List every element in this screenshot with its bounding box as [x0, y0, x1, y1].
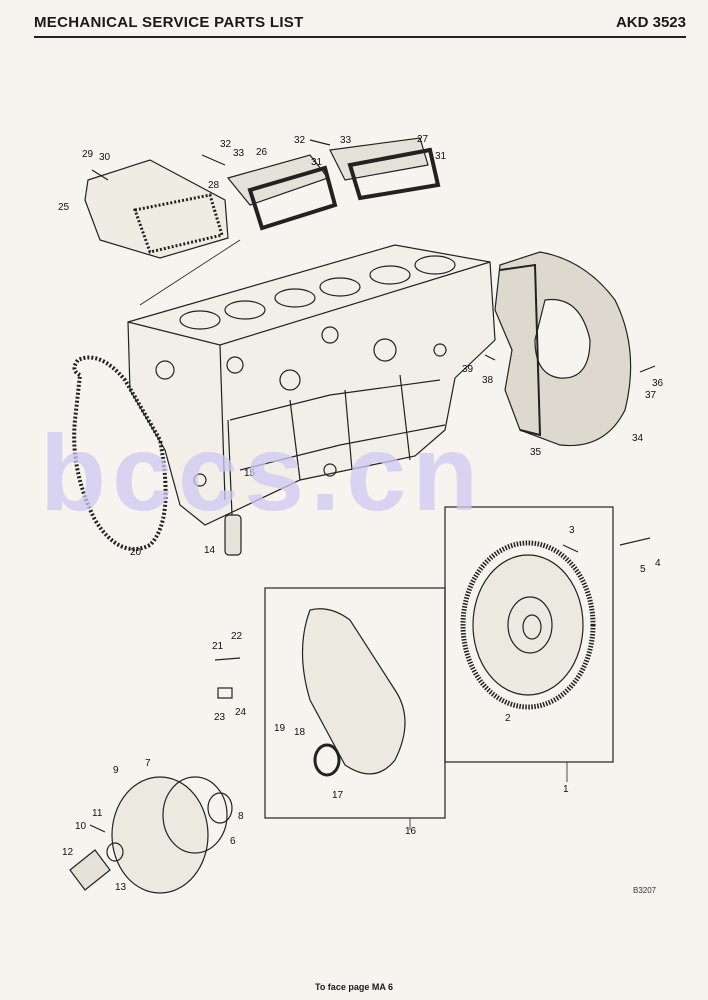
cylinder-block [127, 244, 496, 526]
callout: 27 [417, 134, 429, 145]
page-title: MECHANICAL SERVICE PARTS LIST [34, 14, 304, 31]
callout: 33 [233, 148, 245, 159]
callout: 31 [311, 157, 323, 168]
callout: 3 [569, 525, 575, 536]
figure-reference: B3207 [633, 886, 657, 895]
callout: 32 [294, 135, 306, 146]
callout: 32 [220, 139, 232, 150]
callout: 29 [82, 149, 94, 160]
callout: 35 [530, 447, 542, 458]
callout: 22 [231, 631, 243, 642]
callout: 1 [563, 784, 569, 795]
callout: 39 [462, 364, 474, 375]
callout: 11 [92, 808, 103, 819]
callout: 19 [274, 723, 286, 734]
callout: 9 [113, 765, 119, 776]
callout: 28 [208, 180, 220, 191]
callout: 23 [214, 712, 226, 723]
page-footer: To face page MA 6 [314, 982, 394, 992]
callout: 31 [435, 151, 447, 162]
callout: 14 [204, 545, 216, 556]
callout: 10 [75, 821, 87, 832]
callout: 15 [244, 468, 256, 479]
callout: 12 [62, 847, 74, 858]
callout: 38 [482, 375, 494, 386]
callout: 17 [332, 790, 344, 801]
watermark: bccs.cn [40, 412, 485, 533]
callout: 33 [340, 135, 352, 146]
timing-cover [301, 608, 406, 775]
valve-cover-assembly [84, 137, 441, 259]
callout: 30 [99, 152, 111, 163]
callout: 13 [115, 882, 127, 893]
header: MECHANICAL SERVICE PARTS LIST AKD 3523 [34, 12, 686, 38]
callout: 26 [256, 147, 268, 158]
callout: 2 [505, 713, 511, 724]
callout: 36 [652, 378, 664, 389]
callout: 24 [235, 707, 247, 718]
timing-cover-box [264, 587, 446, 819]
part-code: AKD 3523 [615, 14, 686, 31]
callout: 34 [632, 433, 644, 444]
callout: 21 [212, 641, 224, 652]
callout: 37 [645, 390, 657, 401]
callout: 20 [130, 547, 142, 558]
dipstick [224, 419, 242, 556]
flywheel [460, 540, 596, 710]
callout: 4 [655, 558, 661, 569]
callout: 5 [640, 564, 646, 575]
callout: 25 [58, 202, 70, 213]
crank-pulley [69, 776, 233, 894]
callout: 7 [145, 758, 151, 769]
callout: 16 [405, 826, 417, 837]
callout: 18 [294, 727, 306, 738]
callout: 6 [230, 836, 236, 847]
callout: 8 [238, 811, 244, 822]
